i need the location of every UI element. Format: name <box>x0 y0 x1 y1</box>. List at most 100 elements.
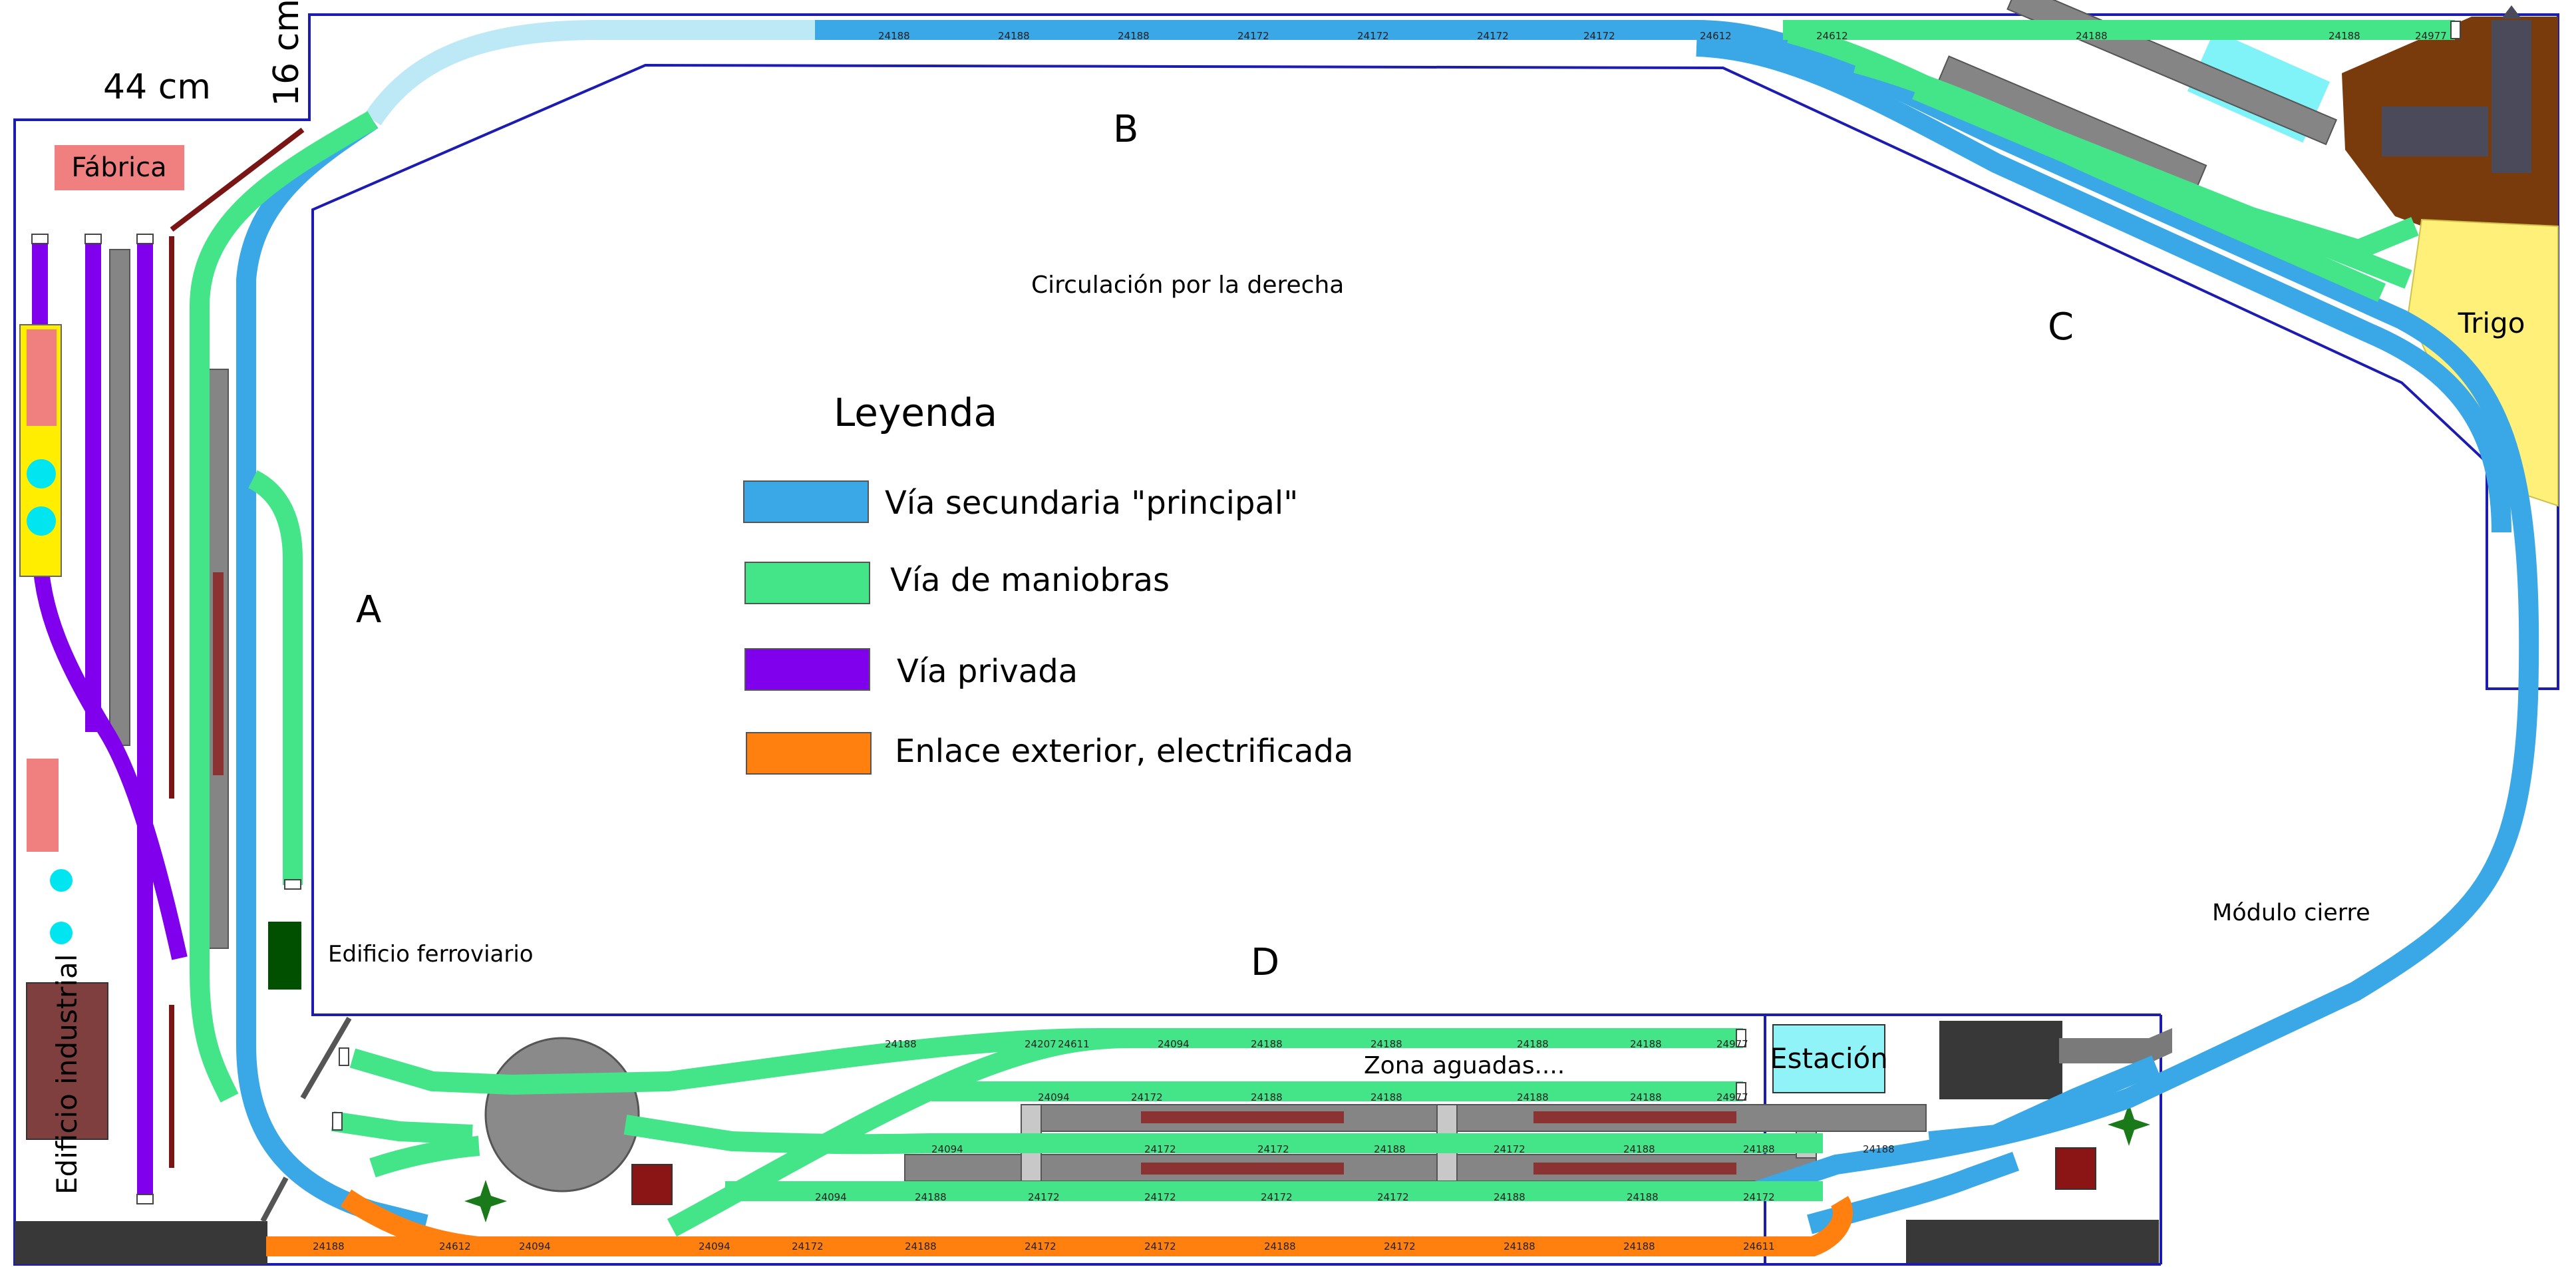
platform-private <box>109 249 130 746</box>
dimension-left-label: 44 cm <box>103 67 211 107</box>
fence-5 <box>300 1016 352 1100</box>
track-code: 24188 <box>878 30 910 42</box>
track-code: 24612 <box>1816 30 1848 42</box>
track-code: 24172 <box>1357 30 1389 42</box>
shed-slab-2 <box>2492 100 2531 173</box>
track-code: 24094 <box>519 1240 551 1252</box>
edificio-industrial-label: Edificio industrial <box>51 954 83 1194</box>
platforms <box>109 0 2338 1222</box>
track-code: 24172 <box>1477 30 1509 42</box>
track-code: 24094 <box>1038 1091 1070 1103</box>
buffer-stop <box>84 234 102 244</box>
trigo-label: Trigo <box>2458 307 2525 339</box>
zone-a-label: A <box>356 588 381 632</box>
track-code: 24188 <box>1627 1191 1659 1203</box>
track-maniobras-yard-stub-1 <box>331 1111 473 1145</box>
track-principal-left <box>236 111 428 1234</box>
track-code: 24977 <box>1716 1038 1748 1050</box>
platform-left-mark <box>213 572 224 775</box>
track-maniobras-shed-3 <box>1912 81 2419 260</box>
legend-label-exterior: Enlace exterior, electrificada <box>895 733 1353 770</box>
buffer-stop <box>332 1112 343 1131</box>
track-code: 24188 <box>1251 1038 1283 1050</box>
track-code: 24188 <box>885 1038 917 1050</box>
station-building <box>1772 1024 1885 1093</box>
track-code: 24188 <box>1504 1240 1535 1252</box>
buffer-stop <box>136 234 154 244</box>
track-code: 24612 <box>439 1240 471 1252</box>
track-code: 24188 <box>1264 1240 1296 1252</box>
track-code: 24611 <box>1058 1038 1090 1050</box>
track-code: 24207 <box>1025 1038 1056 1050</box>
fabrica-label: Fábrica <box>71 152 166 183</box>
track-code: 24172 <box>1743 1191 1775 1203</box>
legend: Leyenda Vía secundaria "principal" Vía d… <box>743 390 1353 775</box>
zona-aguadas-label: Zona aguadas.... <box>1364 1052 1565 1079</box>
factory-pink-block <box>27 329 57 426</box>
legend-label-principal: Vía secundaria "principal" <box>885 484 1298 522</box>
station-road <box>2059 1028 2172 1063</box>
legend-swatch-principal <box>743 480 869 523</box>
track-code: 24172 <box>1384 1240 1416 1252</box>
track-code: 24188 <box>1623 1240 1655 1252</box>
track-exterior <box>266 1196 1853 1256</box>
buffer-stop <box>136 1194 154 1204</box>
station-dark-shed <box>1939 1021 2062 1099</box>
track-code: 24977 <box>2415 30 2447 42</box>
track-privada-1 <box>32 243 188 960</box>
buffer-stops <box>31 21 2461 1204</box>
track-code: 24188 <box>2329 30 2360 42</box>
track-code: 24188 <box>2076 30 2108 42</box>
silo-1 <box>50 869 73 892</box>
tree-1 <box>464 1180 507 1222</box>
track-code: 24188 <box>1517 1091 1549 1103</box>
legend-title: Leyenda <box>834 390 997 435</box>
track-code: 24188 <box>1630 1091 1662 1103</box>
track-maniobras-yard-stub-2 <box>369 1136 480 1178</box>
zone-d-label: D <box>1251 941 1279 984</box>
shed-roof-arrow <box>2501 5 2521 19</box>
platform-mark-4 <box>1533 1163 1736 1175</box>
track-code: 24172 <box>1237 30 1269 42</box>
small-shed-right <box>2055 1147 2096 1190</box>
track-code: 24172 <box>1494 1143 1526 1155</box>
legend-label-privada: Vía privada <box>897 653 1078 690</box>
track-code: 24188 <box>1743 1143 1775 1155</box>
turntable <box>484 1037 640 1192</box>
track-code: 24172 <box>1257 1143 1289 1155</box>
fabrica-label-box <box>55 145 184 190</box>
buffer-stop <box>2450 21 2461 39</box>
track-code: 24188 <box>1494 1191 1526 1203</box>
legend-swatch-privada <box>744 648 870 691</box>
track-code: 24188 <box>313 1240 345 1252</box>
railway-building <box>268 922 301 990</box>
factory-silo-1 <box>27 459 56 488</box>
platform-mark-3 <box>1141 1163 1344 1175</box>
track-code: 24188 <box>905 1240 937 1252</box>
track-code: 24172 <box>1261 1191 1293 1203</box>
zone-b-label: B <box>1113 108 1138 151</box>
track-code: 24172 <box>1028 1191 1060 1203</box>
circulacion-label: Circulación por la derecha <box>1031 272 1344 299</box>
track-code: 24172 <box>1583 30 1615 42</box>
track-principal-main <box>815 20 2539 1201</box>
tracks <box>32 20 2539 1256</box>
track-code: 24611 <box>1743 1240 1775 1252</box>
buffer-stop <box>1736 1082 1746 1101</box>
track-code: 24172 <box>1144 1240 1176 1252</box>
silo-2 <box>50 922 73 944</box>
track-code: 24977 <box>1716 1091 1748 1103</box>
track-principal-main-outer <box>1696 37 2511 533</box>
track-code: 24172 <box>1144 1191 1176 1203</box>
legend-swatch-maniobras <box>744 562 870 604</box>
platform-mark-1 <box>1141 1111 1344 1123</box>
small-shed-left <box>631 1164 673 1205</box>
track-code: 24188 <box>1374 1143 1406 1155</box>
track-code: 24094 <box>815 1191 847 1203</box>
track-code: 24612 <box>1700 30 1732 42</box>
zone-c-label: C <box>2048 305 2074 349</box>
modulo-cierre-label: Módulo cierre <box>2212 900 2370 926</box>
track-code: 24188 <box>1370 1091 1402 1103</box>
